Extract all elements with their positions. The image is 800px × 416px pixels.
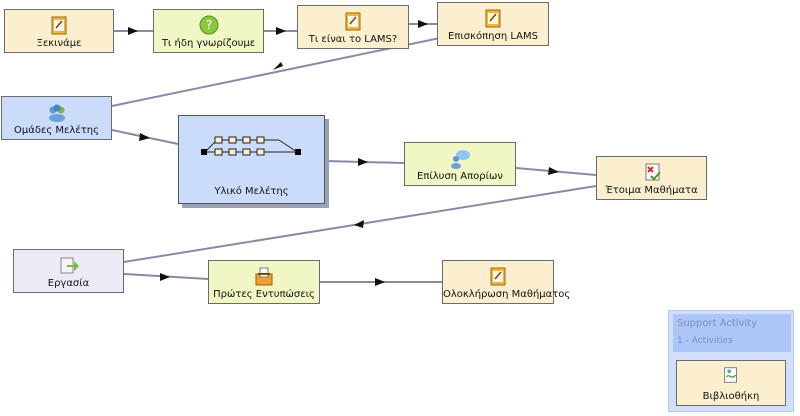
activity-episkopisi-lams[interactable]: Επισκόπηση LAMS — [437, 2, 549, 46]
activity-label: Εργασία — [47, 278, 90, 289]
arrow-head — [418, 20, 428, 28]
support-activity-header: Support Activity 1 - Activities — [673, 314, 791, 352]
arrow-head — [354, 220, 364, 228]
activity-ergasia[interactable]: Εργασία — [13, 249, 124, 293]
activity-xekiname[interactable]: Ξεκινάμε — [4, 9, 114, 53]
activity-etoima-mathimata[interactable]: Έτοιμα Μαθήματα — [596, 156, 707, 200]
sequence-yliko-meletis[interactable]: Υλικό Μελέτης — [178, 115, 325, 204]
question-icon: ? — [199, 15, 218, 35]
support-activity-container[interactable]: Support Activity 1 - Activities Βιβλιοθή… — [668, 310, 794, 412]
document-cross-icon — [645, 163, 661, 181]
activity-label: Τι ήδη γνωρίζουμε — [161, 38, 256, 49]
sequence-label: Υλικό Μελέτης — [214, 186, 289, 197]
notebook-icon — [490, 267, 506, 286]
document-arrow-icon — [60, 257, 79, 274]
activity-ti-einai-lams[interactable]: Τι είναι το LAMS? — [297, 5, 409, 49]
sequence-diagram-icon — [201, 136, 301, 156]
notebook-icon — [345, 12, 361, 31]
activity-oloklirosi-mathimatos[interactable]: Ολοκλήρωση Μαθήματος — [442, 260, 571, 304]
activity-vivliothiki[interactable]: Βιβλιοθήκη — [676, 360, 786, 406]
group-icon — [48, 104, 65, 122]
arrow-head — [358, 158, 368, 166]
svg-text:?: ? — [205, 18, 211, 32]
activity-label: Έτοιμα Μαθήματα — [605, 185, 698, 196]
activity-label: Βιβλιοθήκη — [702, 391, 760, 402]
chat-icon — [451, 150, 470, 169]
arrow-head — [160, 273, 170, 281]
activity-label: Πρώτες Εντυπώσεις — [213, 289, 315, 300]
transition-episkopisi-omades — [111, 37, 441, 107]
activity-omades-meletis[interactable]: Ομάδες Μελέτης — [1, 96, 112, 140]
notebook-icon — [485, 9, 501, 28]
activity-label: Ομάδες Μελέτης — [14, 125, 99, 136]
arrow-head — [276, 27, 286, 35]
activity-label: Τι είναι το LAMS? — [308, 34, 398, 45]
arrow-head — [548, 167, 559, 175]
notebook-icon — [51, 16, 67, 35]
activity-label: Ξεκινάμε — [36, 38, 82, 49]
support-activity-title: Support Activity — [677, 318, 758, 329]
activity-epilysi-aporion[interactable]: Επίλυση Απορίων — [404, 142, 516, 186]
vote-icon — [255, 267, 273, 286]
arrow-head — [139, 133, 150, 141]
activity-label: Ολοκλήρωση Μαθήματος — [443, 289, 571, 300]
arrow-head — [375, 278, 385, 286]
activity-label: Επισκόπηση LAMS — [448, 31, 538, 42]
library-icon — [724, 367, 737, 383]
arrow-head — [273, 62, 283, 70]
arrow-head — [128, 27, 138, 35]
activity-protes-entyposeis[interactable]: Πρώτες Εντυπώσεις — [208, 260, 320, 304]
activity-ti-idi-gnorizoume[interactable]: ? Τι ήδη γνωρίζουμε — [153, 9, 264, 53]
activity-label: Επίλυση Απορίων — [417, 171, 503, 182]
support-activity-subtitle: 1 - Activities — [677, 336, 733, 346]
